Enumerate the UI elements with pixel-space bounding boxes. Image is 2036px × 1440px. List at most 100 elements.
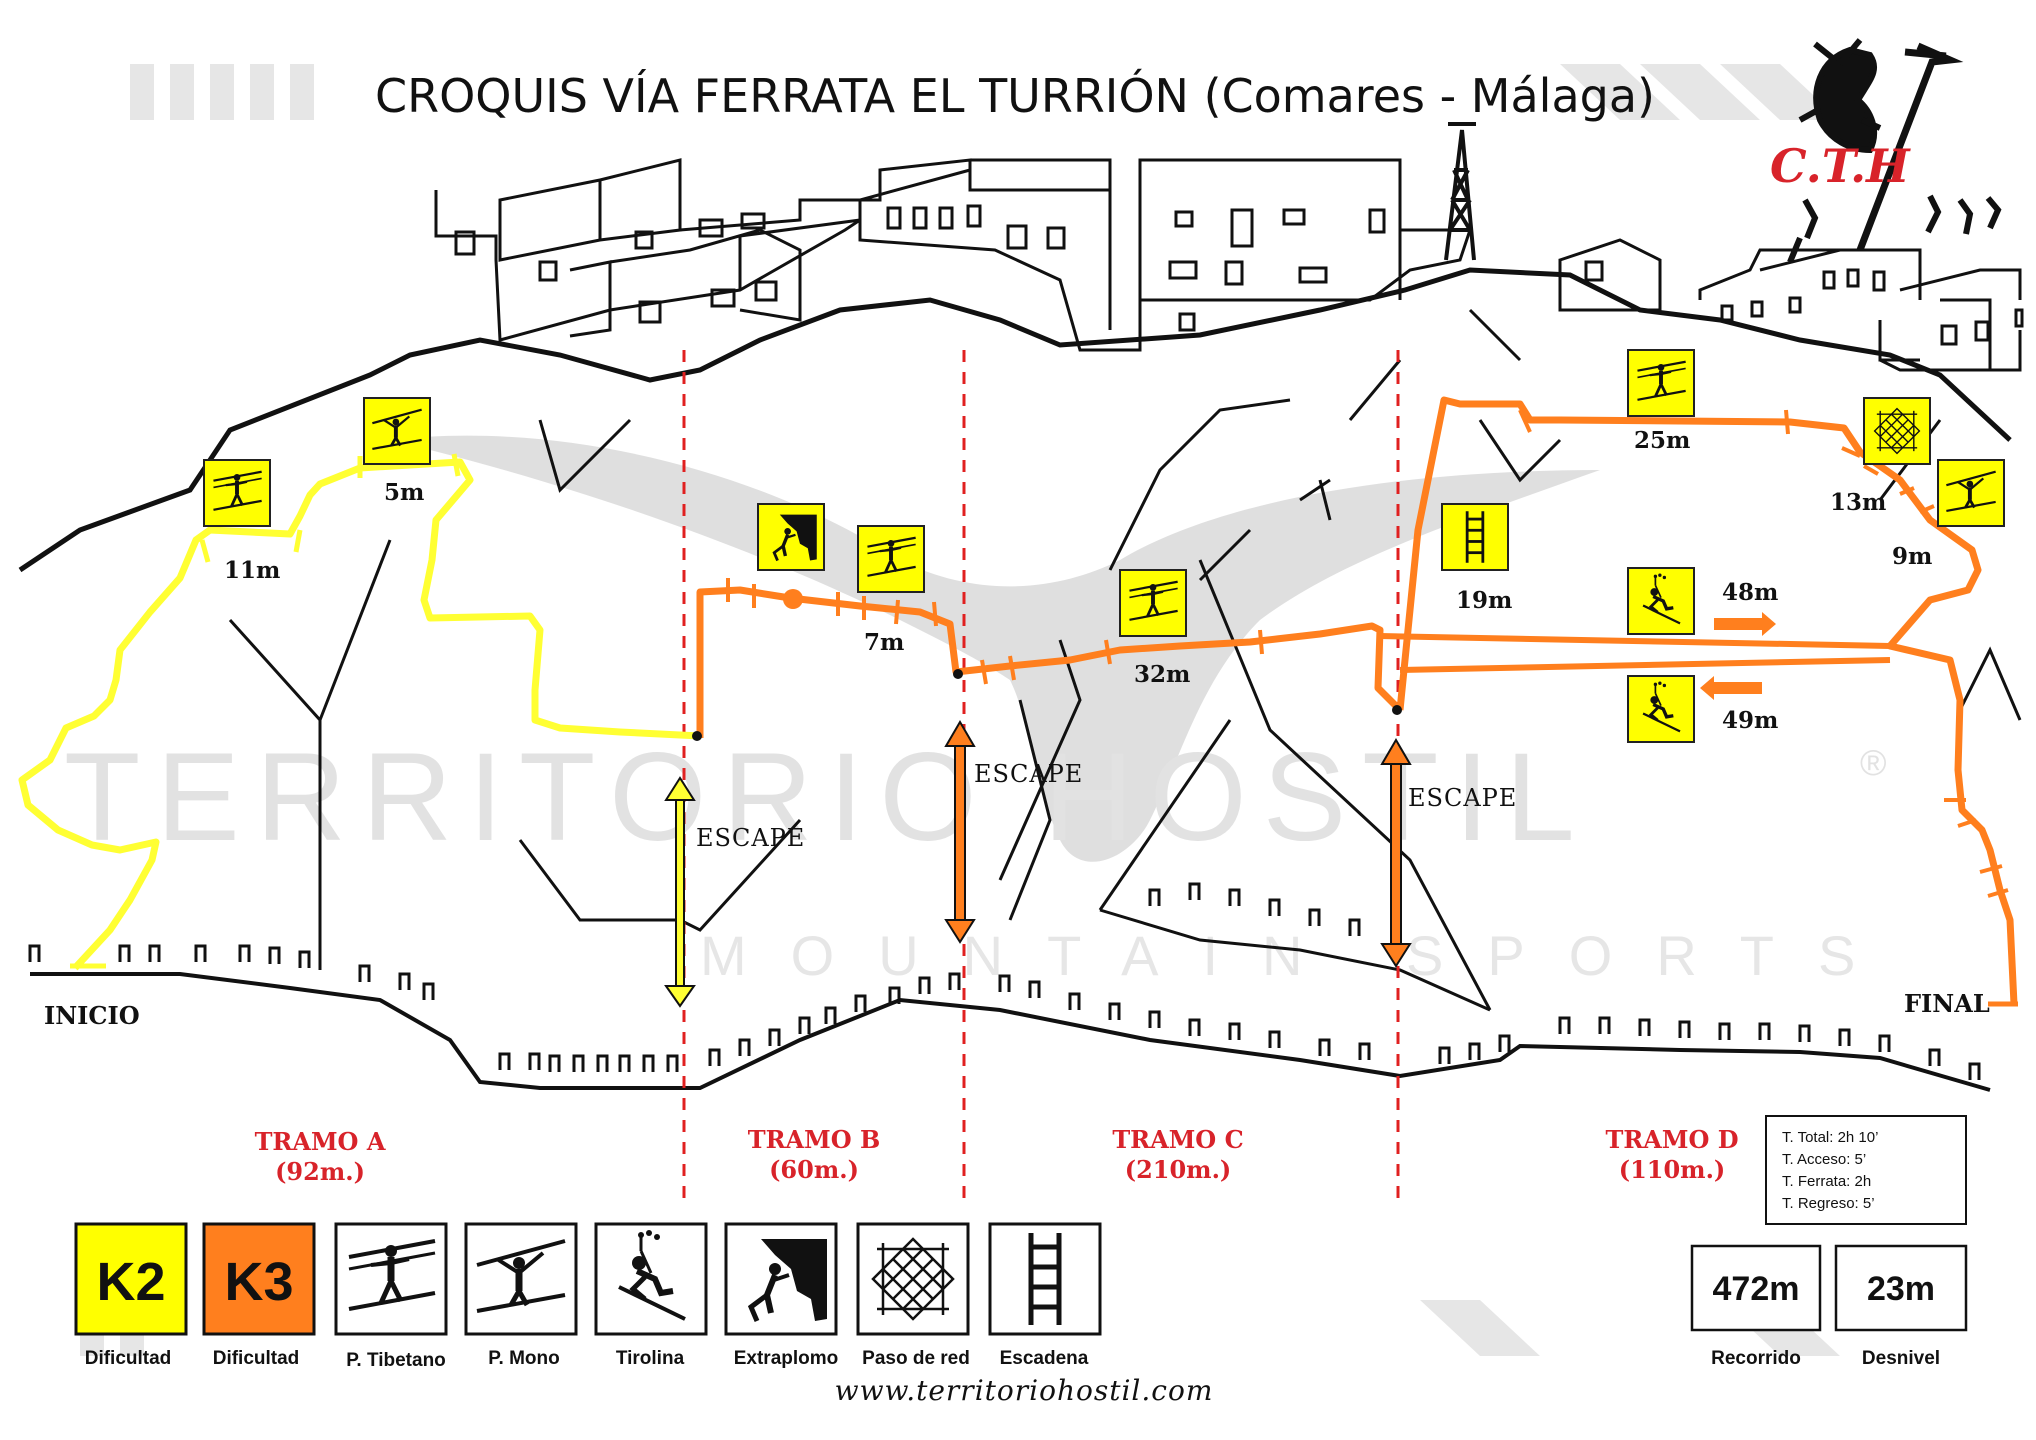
ground-line [30,972,1991,1092]
club-logo: C.T.H [1770,38,2002,264]
arrow-left-icon [1700,676,1762,700]
end-label: FINAL [1904,989,1990,1018]
length-d-net: 13m [1830,489,1886,516]
section-d-length: (110m.) [1619,1155,1726,1184]
legend-mono: P. Mono [464,1222,578,1369]
map-icon-markers [203,349,2005,743]
length-b: 7m [864,629,904,656]
logo-text: C.T.H [1770,139,1911,193]
length-d-mono: 9m [1892,543,1932,570]
time-access: T. Acceso: 5’ [1782,1151,1866,1168]
legend-k2-label: Dificultad [85,1348,172,1369]
village-windows [454,204,2024,346]
legend-k3-label: Dificultad [213,1348,300,1369]
escape-label-b: ESCAPE [974,760,1083,788]
watermark-bull-icon [390,435,1600,862]
marker-mono-a [363,397,431,465]
escape-arrow-c [1380,738,1412,968]
segment-length-labels: 11m 5m 7m 32m 19m 25m 13m 9m 48m 49m [224,427,1932,734]
legend-tibetano-label: P. Tibetano [346,1350,446,1371]
section-a-length: (92m.) [275,1157,365,1186]
legend-tirolina: Tirolina [594,1222,708,1369]
length-d-zip-out: 48m [1722,579,1778,606]
marker-red-d [1863,397,1931,465]
legend-k2: K2 Dificultad [74,1222,188,1369]
marker-tirolina-back [1627,675,1695,743]
legend-mono-label: P. Mono [488,1348,559,1369]
legend-escadena: Escadena [988,1222,1102,1369]
route-tramo-b-c [696,586,1403,738]
gecko-icon [1798,38,1882,154]
marker-tibetano-b [857,525,925,593]
legend-tirolina-label: Tirolina [616,1348,685,1369]
marker-tirolina-out [1627,567,1695,635]
legend-k3: K3 Dificultad [202,1222,316,1369]
legend-k3-level: K3 [224,1252,293,1312]
length-d-tibetano: 25m [1634,427,1690,454]
arrow-right-icon [1714,612,1776,636]
length-d-zip-back: 49m [1722,707,1778,734]
time-ferrata: T. Ferrata: 2h [1782,1173,1871,1190]
section-c-name: TRAMO C [1112,1125,1243,1154]
route-stats: 472m Recorrido 23m Desnivel [1690,1244,1968,1369]
climber-icons [1787,194,2002,264]
length-c-tibetano: 32m [1134,661,1190,688]
watermark-subtitle: MOUNTAIN SPORTS [700,924,1899,987]
route-tramo-b-c-ticks [726,578,1264,685]
elevation-value: 23m [1867,1270,1935,1308]
length-a-mono: 5m [384,479,424,506]
page-title: CROQUIS VÍA FERRATA EL TURRIÓN (Comares … [375,69,1655,123]
legend-extraplomo: Extraplomo [724,1222,839,1369]
route-anchors [692,669,1402,741]
watermark-stripes [80,64,1840,1356]
zip-line-out [1379,633,1891,649]
legend-escadena-label: Escadena [1000,1348,1089,1369]
section-b-name: TRAMO B [748,1125,881,1154]
village-outline [434,158,2022,372]
time-return: T. Regreso: 5’ [1782,1195,1875,1212]
legend-tibetano: P. Tibetano [334,1222,448,1371]
section-a-name: TRAMO A [255,1127,386,1156]
marker-tibetano-c [1119,569,1187,637]
marker-escadena-d [1441,503,1509,571]
legend-red: Paso de red [856,1222,970,1369]
escape-label-a: ESCAPE [696,824,805,852]
legend-extraplomo-label: Extraplomo [734,1348,839,1369]
length-a-tibetano: 11m [224,557,280,584]
legend-red-label: Paso de red [862,1348,970,1369]
marker-tibetano-a [203,459,271,527]
escape-arrow-b [944,720,976,944]
website-url: www.territoriohostil.com [835,1374,1214,1407]
distance-label: Recorrido [1711,1348,1801,1369]
section-c-length: (210m.) [1125,1155,1232,1184]
antenna-tower [1444,122,1476,261]
watermark-registered: ® [1860,742,1903,783]
legend: K2 Dificultad K3 Dificultad P. Tibetano … [74,1222,1102,1371]
start-label: INICIO [44,1001,140,1030]
section-b-length: (60m.) [769,1155,859,1184]
watermark: TERRITORIO HOSTIL ® MOUNTAIN SPORTS [64,64,1903,1356]
section-d-name: TRAMO D [1605,1125,1738,1154]
route-tramo-d [1396,396,2018,1005]
distance-value: 472m [1713,1270,1800,1308]
time-total: T. Total: 2h 10’ [1782,1129,1878,1146]
time-box: T. Total: 2h 10’ T. Acceso: 5’ T. Ferrat… [1765,1115,1967,1225]
route-tramo-a [18,458,701,971]
section-labels: TRAMO A (92m.) TRAMO B (60m.) TRAMO C (2… [255,1125,1739,1186]
marker-mono-d [1937,459,2005,527]
route-tramo-a-ticks [70,453,461,969]
length-d-ladder: 19m [1456,587,1512,614]
legend-k2-level: K2 [96,1252,165,1312]
marker-tibetano-d [1627,349,1695,417]
watermark-brand: TERRITORIO HOSTIL [64,728,1591,867]
zip-line-back [1399,657,1891,673]
ice-axe-icon [1856,42,1964,252]
mountain-ridge [18,267,2012,573]
elevation-label: Desnivel [1862,1348,1940,1369]
ground-line-upper [1099,908,1491,1012]
escape-arrow-a [664,776,696,1008]
escape-label-c: ESCAPE [1408,784,1517,812]
marker-extraplomo-b [757,503,825,571]
overhang-marker [783,589,803,609]
